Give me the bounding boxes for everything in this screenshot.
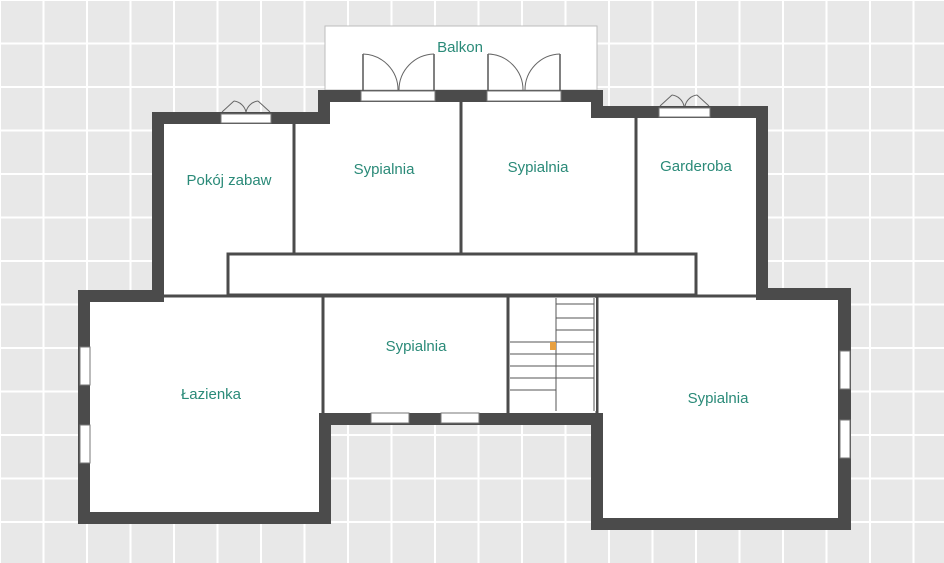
room-label-bathroom: Łazienka <box>181 386 242 403</box>
interior-floor <box>90 102 838 518</box>
room-label-wardrobe: Garderoba <box>660 158 732 175</box>
staircase <box>510 298 596 411</box>
room-label-bedroom-right: Sypialnia <box>688 390 750 407</box>
windows <box>79 107 851 464</box>
room-label-playroom: Pokój zabaw <box>186 172 271 189</box>
balcony-area <box>324 25 598 91</box>
balcony-doors <box>360 53 562 102</box>
partition-walls <box>164 102 756 413</box>
room-label-balcony: Balkon <box>437 39 483 56</box>
room-label-bedroom-top-left: Sypialnia <box>354 161 416 178</box>
room-label-bedroom-top-right: Sypialnia <box>508 159 570 176</box>
room-label-bedroom-middle: Sypialnia <box>386 338 448 355</box>
window-openers <box>221 94 710 113</box>
stair-marker <box>550 342 556 350</box>
